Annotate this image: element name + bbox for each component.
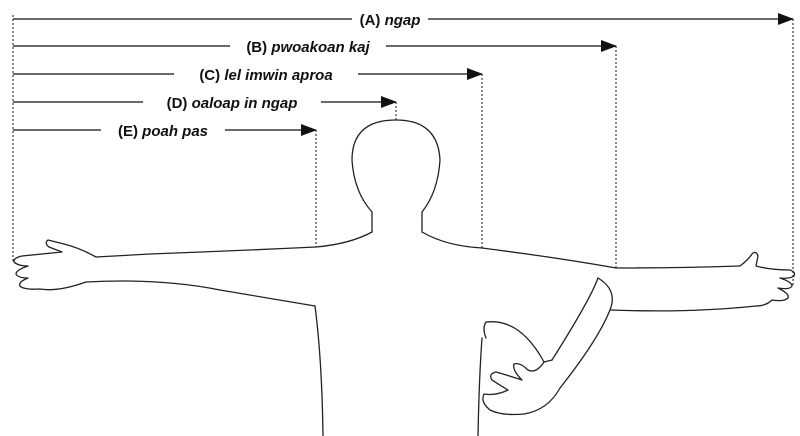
back-hand [483, 322, 560, 415]
right-torso [478, 338, 482, 436]
label-c-letter: (C) [199, 67, 220, 84]
label-b-term: pwoakoan kaj [270, 39, 370, 56]
label-d-letter: (D) [167, 95, 188, 112]
left-hand [14, 240, 96, 290]
label-a-letter: (A) [360, 12, 381, 29]
label-d: (D) oaloap in ngap [167, 95, 298, 112]
label-e-term: poah pas [141, 123, 208, 140]
bent-arm-inner [552, 278, 598, 360]
left-arm-top [96, 232, 372, 257]
left-torso [315, 306, 323, 436]
label-b: (B) pwoakoan kaj [246, 39, 370, 56]
right-arm-bottom [610, 306, 756, 311]
label-c-term: lel imwin aproa [224, 67, 332, 84]
label-b-letter: (B) [246, 39, 267, 56]
human-figure [14, 120, 795, 436]
bent-arm-forearm-top [486, 322, 552, 362]
right-arm-top [422, 232, 740, 268]
right-hand [740, 252, 795, 306]
label-a: (A) ngap [360, 12, 421, 29]
head-outline [352, 120, 440, 232]
label-d-term: oaloap in ngap [192, 95, 298, 112]
bent-arm-elbow [560, 278, 612, 388]
label-c: (C) lel imwin aproa [199, 67, 332, 84]
label-e-letter: (E) [118, 123, 138, 140]
label-e: (E) poah pas [118, 123, 208, 140]
left-arm-bottom [86, 281, 315, 306]
label-a-term: ngap [385, 12, 421, 29]
